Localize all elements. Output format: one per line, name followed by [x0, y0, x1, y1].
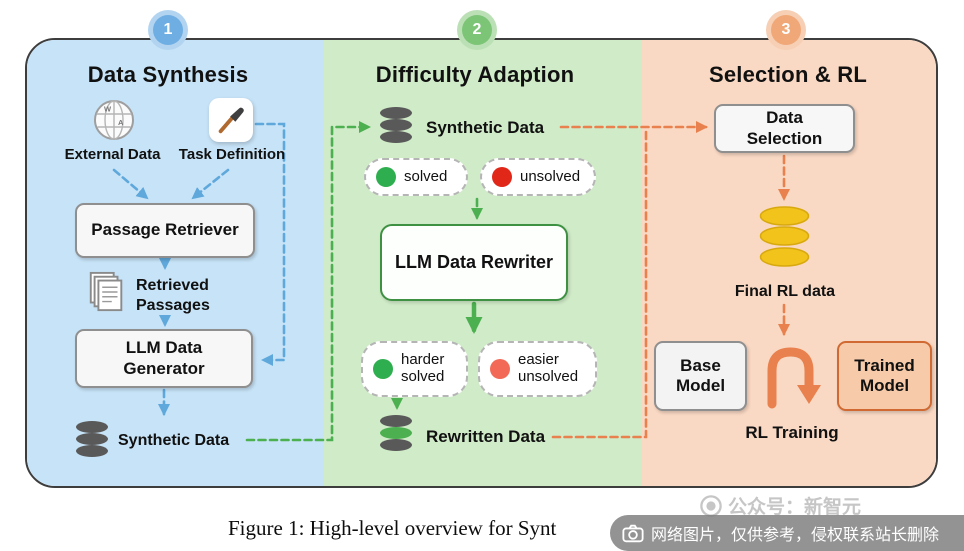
- unsolved-label: unsolved: [520, 167, 581, 185]
- trained-model-label: Trained Model: [854, 355, 915, 395]
- database-icon-yellow: [759, 206, 810, 267]
- retrieved-passages-label: Retrieved Passages: [136, 277, 210, 314]
- data-selection-box: Data Selection: [714, 104, 855, 153]
- wikipedia-globe-icon: W A: [94, 100, 134, 140]
- task-definition-label: Task Definition: [178, 146, 286, 163]
- llm-data-rewriter-box: LLM Data Rewriter: [380, 224, 568, 301]
- base-model-label: Base Model: [675, 355, 726, 395]
- svg-text:W: W: [104, 105, 112, 114]
- figure-caption: Figure 1: High-level overview for Synt: [228, 516, 557, 540]
- data-selection-label: Data Selection: [746, 108, 823, 148]
- step-badge-1: 1: [153, 15, 183, 45]
- panel-title-difficulty-adaption: Difficulty Adaption: [375, 62, 575, 87]
- solved-dot-icon: [376, 167, 396, 187]
- base-model-box: Base Model: [654, 341, 747, 411]
- database-icon: [76, 421, 108, 457]
- watermark-banner-text: 网络图片，仅供参考，侵权联系站长删除: [651, 527, 940, 544]
- panel-title-data-synthesis: Data Synthesis: [87, 62, 249, 87]
- watermark-banner: 网络图片，仅供参考，侵权联系站长删除: [610, 515, 964, 551]
- passage-retriever-label: Passage Retriever: [91, 220, 239, 240]
- llm-data-generator-box: LLM Data Generator: [75, 329, 253, 388]
- harder-solved-dot-icon: [373, 359, 393, 379]
- trained-model-box: Trained Model: [837, 341, 932, 411]
- brand-watermark: 公众号：新智元: [700, 492, 861, 519]
- harder-solved-badge: harder solved: [361, 341, 468, 397]
- llm-data-rewriter-label: LLM Data Rewriter: [394, 251, 554, 272]
- step-badge-3: 3: [771, 15, 801, 45]
- rl-training-label: RL Training: [745, 423, 839, 442]
- synthetic-data-label-p1: Synthetic Data: [118, 432, 230, 449]
- unsolved-dot-icon: [492, 167, 512, 187]
- svg-text:A: A: [118, 118, 124, 127]
- harder-solved-label: harder solved: [401, 351, 445, 385]
- solved-badge: solved: [364, 158, 468, 196]
- task-definition-icon-box: [209, 98, 253, 142]
- easier-unsolved-badge: easier unsolved: [478, 341, 597, 397]
- step-badge-2: 2: [462, 15, 492, 45]
- database-icon-green-stripe: [380, 415, 412, 451]
- final-rl-data-label: Final RL data: [734, 283, 836, 300]
- external-data-label: External Data: [64, 146, 161, 163]
- synthetic-data-label-p2: Synthetic Data: [426, 118, 545, 137]
- database-icon: [380, 107, 412, 143]
- passage-retriever-box: Passage Retriever: [75, 203, 255, 258]
- easier-unsolved-dot-icon: [490, 359, 510, 379]
- rewritten-data-label: Rewritten Data: [426, 427, 546, 446]
- solved-label: solved: [404, 167, 448, 185]
- camera-lens-icon: [700, 494, 722, 517]
- llm-data-generator-label: LLM Data Generator: [123, 338, 205, 378]
- unsolved-badge: unsolved: [480, 158, 596, 196]
- panel-title-selection-rl: Selection & RL: [708, 62, 868, 87]
- stacked-documents-icon: [89, 271, 123, 312]
- paintbrush-icon: [218, 107, 244, 134]
- brand-watermark-text: 公众号：新智元: [728, 497, 862, 518]
- camera-icon: [622, 524, 644, 542]
- easier-unsolved-label: easier unsolved: [518, 351, 579, 385]
